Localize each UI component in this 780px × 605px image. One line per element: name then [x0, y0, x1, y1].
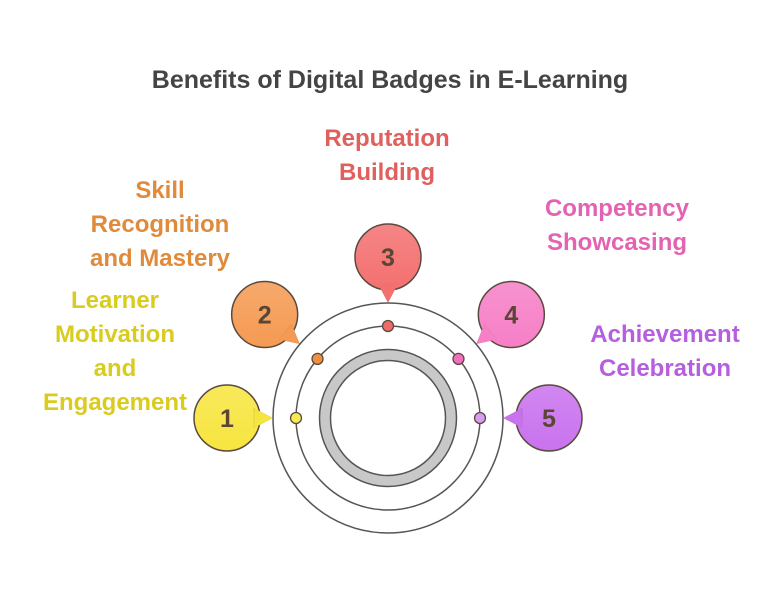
label-item-5: Achievement Celebration	[560, 318, 770, 386]
label-item-4: Competency Showcasing	[512, 192, 722, 260]
outer-ring	[272, 302, 504, 534]
bubble-number: 4	[504, 302, 518, 330]
inner-ring-inner-edge	[329, 359, 447, 477]
label-item-2: Skill Recognition and Mastery	[60, 174, 260, 276]
ring-marker-dot-1	[289, 411, 303, 425]
label-line: Learner	[70, 287, 160, 314]
bubble-pointer-fill	[476, 326, 496, 344]
bubble-circle	[477, 280, 546, 349]
bubble-pointer-fill	[280, 326, 300, 344]
ring-marker-dot-3	[381, 319, 395, 333]
label-line: Recognition	[90, 211, 230, 238]
label-line: Competency	[544, 195, 690, 222]
ring-marker-dot-4	[452, 352, 465, 366]
bubble-number: 1	[220, 405, 234, 433]
label-line: Achievement	[590, 321, 740, 348]
label-item-3: Reputation Building	[287, 122, 487, 190]
badge-bubble-2: 2	[230, 280, 300, 349]
badge-bubble-1: 1	[193, 384, 273, 452]
diagram-title: Benefits of Digital Badges in E-Learning	[151, 66, 629, 94]
bubble-circle	[230, 280, 299, 349]
ring-marker-dot-2	[311, 352, 324, 366]
bubble-pointer-fill	[255, 409, 273, 427]
inner-ring-outer-edge	[318, 348, 458, 488]
bubble-pointer-fill	[503, 409, 521, 427]
label-line: Engagement	[42, 389, 188, 416]
label-line: and	[93, 355, 137, 382]
label-line: Reputation	[324, 125, 450, 152]
badge-bubble-4: 4	[476, 280, 546, 349]
inner-grey-ring	[319, 349, 457, 487]
label-item-1: Learner Motivation and Engagement	[20, 284, 210, 420]
label-line: Showcasing	[546, 229, 688, 256]
label-line: Skill	[135, 177, 185, 204]
badge-bubble-5: 5	[503, 384, 583, 452]
label-line: Celebration	[598, 355, 732, 382]
bubble-number: 3	[381, 244, 395, 272]
bubble-pointer-fill	[379, 285, 397, 303]
bubble-number: 2	[258, 302, 272, 330]
ring-marker-dot-5	[473, 411, 487, 425]
label-line: Building	[339, 159, 435, 186]
label-line: and Mastery	[89, 245, 231, 272]
label-line: Motivation	[55, 321, 175, 348]
bubble-number: 5	[542, 405, 556, 433]
badge-bubble-3: 3	[354, 223, 422, 303]
